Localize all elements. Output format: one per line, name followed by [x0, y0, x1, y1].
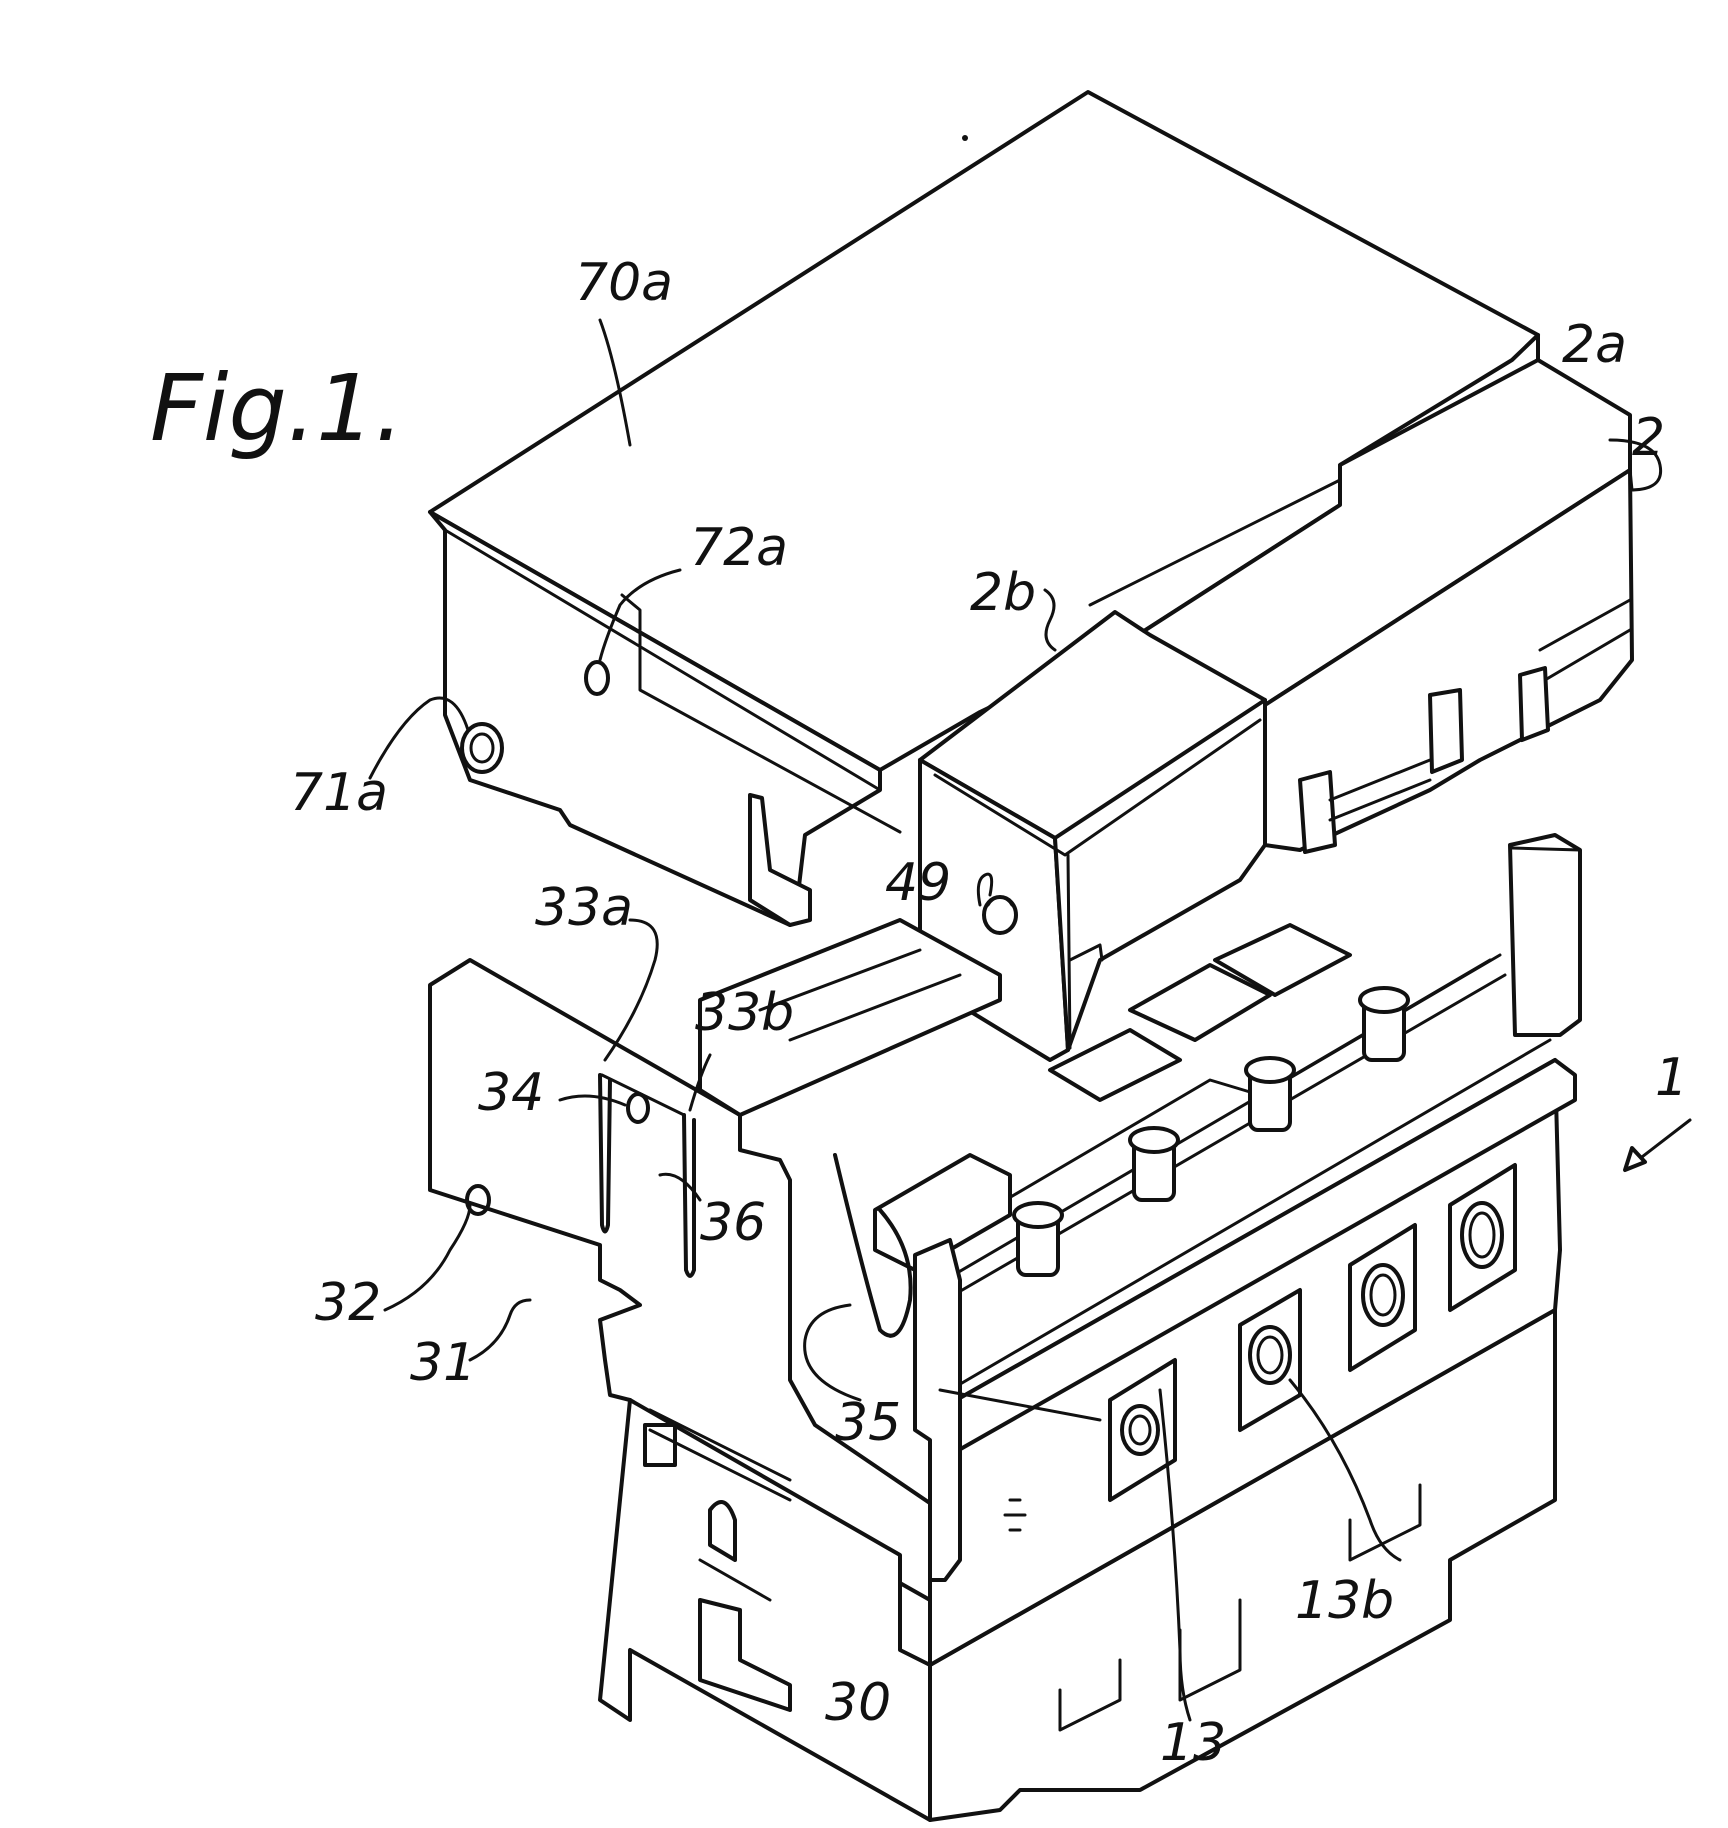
- figure-title: Fig.1.: [150, 355, 404, 462]
- leader-33a: [605, 920, 657, 1060]
- leader-32: [385, 1205, 470, 1310]
- label-70a: 70a: [575, 253, 673, 313]
- label-71a: 71a: [290, 763, 388, 823]
- label-72a: 72a: [690, 518, 788, 578]
- label-36: 36: [700, 1193, 766, 1253]
- label-1: 1: [1655, 1048, 1688, 1108]
- rear-post: [1510, 835, 1580, 1035]
- leader-35: [805, 1305, 860, 1400]
- label-35: 35: [835, 1393, 901, 1453]
- label-2a: 2a: [1562, 315, 1627, 375]
- label-30: 30: [825, 1673, 891, 1733]
- label-49: 49: [885, 853, 951, 913]
- stray-dot: [962, 135, 968, 141]
- label-13b: 13b: [1295, 1571, 1394, 1631]
- label-32: 32: [315, 1273, 381, 1333]
- label-2b: 2b: [970, 563, 1036, 623]
- label-33b: 33b: [695, 983, 794, 1043]
- assembly-arrow: [1625, 1148, 1645, 1170]
- label-31: 31: [410, 1333, 476, 1393]
- label-13: 13: [1160, 1713, 1226, 1773]
- label-34: 34: [478, 1063, 544, 1123]
- leader-31: [470, 1300, 530, 1360]
- label-2: 2: [1632, 408, 1665, 468]
- label-33a: 33a: [535, 878, 633, 938]
